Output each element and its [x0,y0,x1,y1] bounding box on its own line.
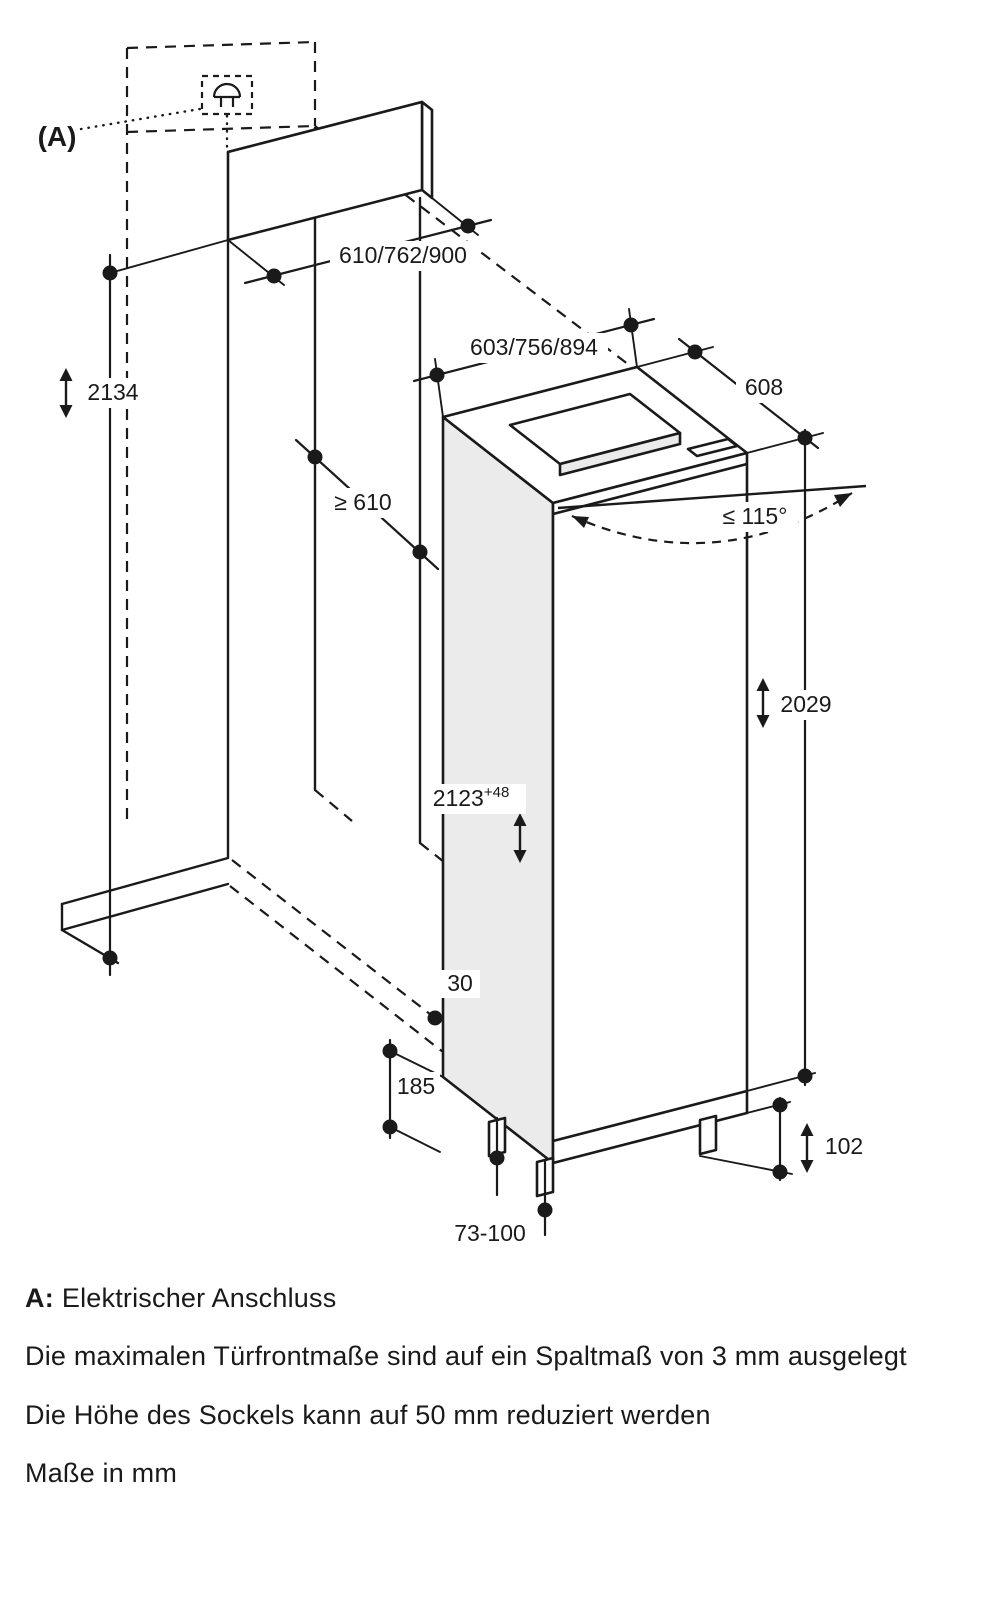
note-plinth: Die Höhe des Sockels kann auf 50 mm redu… [25,1399,711,1430]
double-arrow-icon [799,1121,815,1175]
dimension-labels: (A) 610/762/900 603/756/894 608 2134 ≥ 6… [38,121,864,1246]
dim-niche-height: 2134 [87,379,138,405]
marker-a-label: (A) [38,121,77,152]
note-units: Maße in mm [25,1458,178,1489]
dimension-dots [102,218,813,1218]
dim-side-gap: 30 [447,970,473,996]
note-electrical-key: A: [25,1283,54,1313]
dim-appliance-height: 2123+48 [433,784,510,811]
swing-arrow-left [572,516,589,528]
swing-arrow-right [834,493,852,507]
appliance-front-door [551,451,749,1165]
note-electrical: A:Elektrischer Anschluss [25,1282,987,1314]
hinge-plate [686,437,739,458]
dim-foot-range: 73-100 [454,1220,526,1246]
dim-appliance-height-sup: +48 [484,784,509,801]
appliance-foot-right [698,1114,718,1156]
dim-niche-depth: ≥ 610 [334,489,391,515]
door-swing [557,484,867,545]
marker-a-leader [79,107,229,150]
double-arrow-icon [58,366,74,420]
dim-door-angle: ≤ 115° [723,503,788,529]
dim-niche-width: 603/756/894 [470,334,598,360]
label-backgrounds [80,241,870,1249]
dim-depth: 608 [745,374,783,400]
niche-solid-lines [60,126,422,965]
top-panel [226,100,434,242]
double-arrow-icon [755,676,771,730]
dim-plinth-recess: 185 [397,1073,435,1099]
dim-panel-width: 610/762/900 [339,242,467,268]
dim-door-height: 2029 [780,691,831,717]
appliance [441,365,749,1198]
note-electrical-text: Elektrischer Anschluss [61,1283,337,1313]
notes: A:Elektrischer Anschluss Die maximalen T… [25,1282,987,1516]
dim-plinth-height: 102 [825,1133,863,1159]
top-recess-front [558,431,682,477]
installation-diagram: (A) 610/762/900 603/756/894 608 2134 ≥ 6… [37,40,870,1249]
electrical-connection-icon [200,74,254,116]
note-doorfront: Die maximalen Türfrontmaße sind auf ein … [25,1341,907,1372]
dim-appliance-height-main: 2123 [433,785,484,811]
